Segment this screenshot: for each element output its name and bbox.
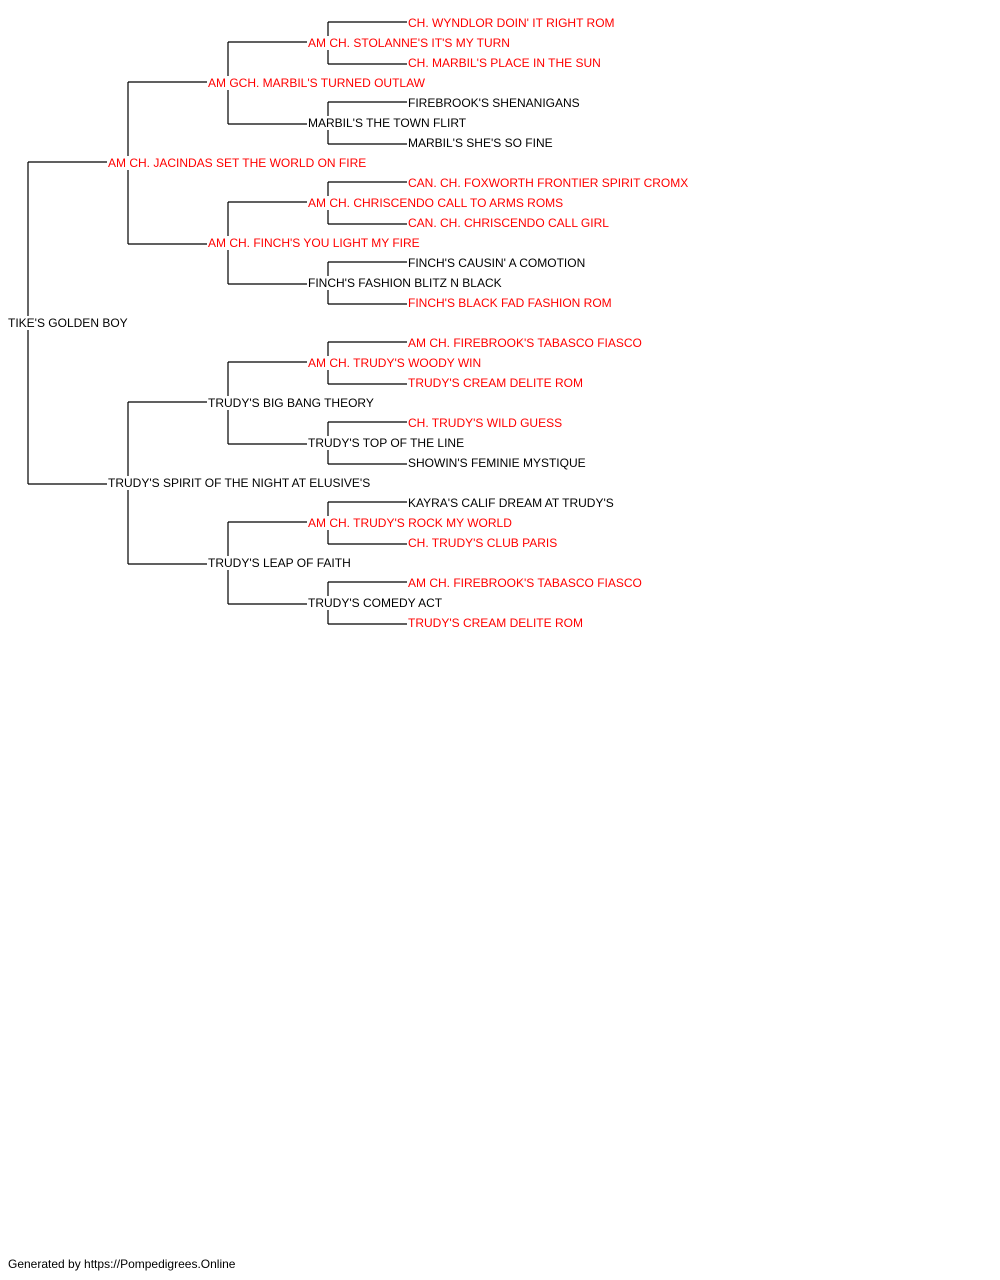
ancestor-name: TRUDY'S SPIRIT OF THE NIGHT AT ELUSIVE'S	[107, 476, 372, 490]
ancestor-name: FINCH'S CAUSIN' A COMOTION	[407, 256, 587, 270]
ancestor-name: AM CH. CHRISCENDO CALL TO ARMS ROMS	[307, 196, 565, 210]
ancestor-name: AM CH. FIREBROOK'S TABASCO FIASCO	[407, 576, 643, 590]
ancestor-name: AM CH. TRUDY'S WOODY WIN	[307, 356, 483, 370]
ancestor-name: CAN. CH. CHRISCENDO CALL GIRL	[407, 216, 610, 230]
ancestor-name: KAYRA'S CALIF DREAM AT TRUDY'S	[407, 496, 615, 510]
ancestor-name: TRUDY'S LEAP OF FAITH	[207, 556, 352, 570]
ancestor-name: TRUDY'S CREAM DELITE ROM	[407, 616, 584, 630]
subject-name: TIKE'S GOLDEN BOY	[7, 316, 129, 330]
ancestor-name: AM CH. FIREBROOK'S TABASCO FIASCO	[407, 336, 643, 350]
ancestor-name: CAN. CH. FOXWORTH FRONTIER SPIRIT CROMX	[407, 176, 690, 190]
ancestor-name: CH. WYNDLOR DOIN' IT RIGHT ROM	[407, 16, 616, 30]
ancestor-name: FINCH'S BLACK FAD FASHION ROM	[407, 296, 613, 310]
generated-by-footer: Generated by https://Pompedigrees.Online	[8, 1257, 236, 1271]
ancestor-name: CH. TRUDY'S WILD GUESS	[407, 416, 564, 430]
ancestor-name: AM CH. STOLANNE'S IT'S MY TURN	[307, 36, 511, 50]
ancestor-name: MARBIL'S SHE'S SO FINE	[407, 136, 554, 150]
ancestor-name: CH. TRUDY'S CLUB PARIS	[407, 536, 559, 550]
ancestor-name: AM CH. FINCH'S YOU LIGHT MY FIRE	[207, 236, 421, 250]
ancestor-name: TRUDY'S BIG BANG THEORY	[207, 396, 375, 410]
ancestor-name: CH. MARBIL'S PLACE IN THE SUN	[407, 56, 602, 70]
ancestor-name: MARBIL'S THE TOWN FLIRT	[307, 116, 468, 130]
ancestor-name: TRUDY'S COMEDY ACT	[307, 596, 444, 610]
ancestor-name: FIREBROOK'S SHENANIGANS	[407, 96, 581, 110]
ancestor-name: SHOWIN'S FEMINIE MYSTIQUE	[407, 456, 587, 470]
ancestor-name: AM GCH. MARBIL'S TURNED OUTLAW	[207, 76, 426, 90]
ancestor-name: TRUDY'S TOP OF THE LINE	[307, 436, 466, 450]
ancestor-name: AM CH. JACINDAS SET THE WORLD ON FIRE	[107, 156, 368, 170]
ancestor-name: FINCH'S FASHION BLITZ N BLACK	[307, 276, 503, 290]
ancestor-name: AM CH. TRUDY'S ROCK MY WORLD	[307, 516, 513, 530]
ancestor-name: TRUDY'S CREAM DELITE ROM	[407, 376, 584, 390]
